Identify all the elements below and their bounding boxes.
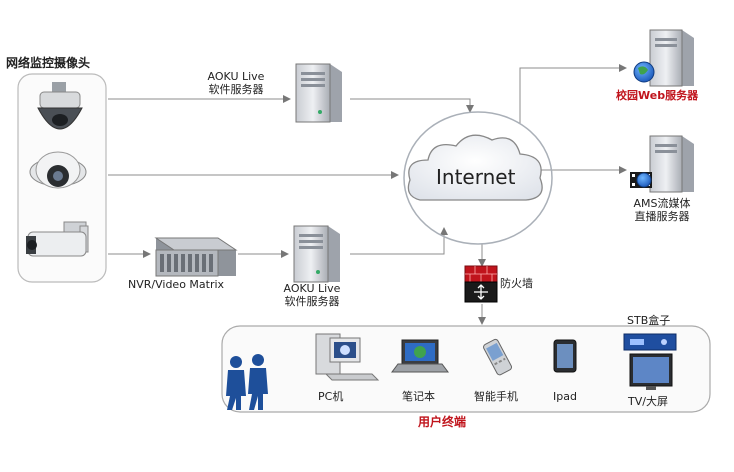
stb-label: STB盒子 — [627, 314, 671, 327]
ams-server-label: AMS流媒体 直播服务器 — [622, 197, 702, 223]
tv-icon — [629, 353, 673, 390]
aoku-server-top-label: AOKU Live 软件服务器 — [196, 70, 276, 96]
phone-label: 智能手机 — [474, 390, 518, 403]
user-terminals-title: 用户终端 — [418, 415, 467, 429]
firewall-icon — [464, 265, 498, 303]
web-server-icon — [633, 29, 694, 87]
aoku-server-top-icon — [295, 63, 342, 123]
laptop-label: 笔记本 — [402, 390, 435, 403]
aoku-server-bottom-icon — [293, 225, 340, 283]
stb-box-icon — [623, 333, 677, 351]
ams-server-icon — [630, 135, 694, 193]
firewall-label: 防火墙 — [500, 277, 533, 290]
web-server-label: 校园Web服务器 — [616, 89, 699, 102]
aoku-server-bottom-line1: AOKU Live — [283, 282, 341, 295]
ams-server-line2: 直播服务器 — [634, 210, 690, 223]
tv-label: TV/大屏 — [628, 395, 668, 408]
laptop-icon — [391, 339, 449, 373]
nvr-video-matrix-icon — [154, 237, 238, 277]
aoku-server-top-line1: AOKU Live — [207, 70, 265, 83]
users-icon — [226, 354, 268, 410]
ipad-label: Ipad — [553, 390, 577, 403]
ptz-dome-camera-icon — [37, 82, 83, 130]
camera-panel — [17, 73, 107, 283]
dome-camera-icon — [29, 151, 87, 189]
aoku-server-bottom-line2: 软件服务器 — [284, 295, 340, 308]
nvr-label: NVR/Video Matrix — [128, 278, 225, 291]
bullet-camera-icon — [26, 221, 89, 257]
cameras-title: 网络监控摄像头 — [6, 56, 91, 70]
smartphone-icon — [483, 338, 513, 376]
connections — [108, 64, 627, 325]
ams-server-line1: AMS流媒体 — [633, 197, 691, 210]
pc-icon — [315, 333, 380, 381]
aoku-server-top-line2: 软件服务器 — [208, 83, 264, 96]
pc-label: PC机 — [318, 390, 344, 403]
aoku-server-bottom-label: AOKU Live 软件服务器 — [272, 282, 352, 308]
ipad-icon — [553, 339, 577, 373]
internet-label: Internet — [436, 165, 516, 189]
internet-cloud-icon — [403, 111, 553, 245]
